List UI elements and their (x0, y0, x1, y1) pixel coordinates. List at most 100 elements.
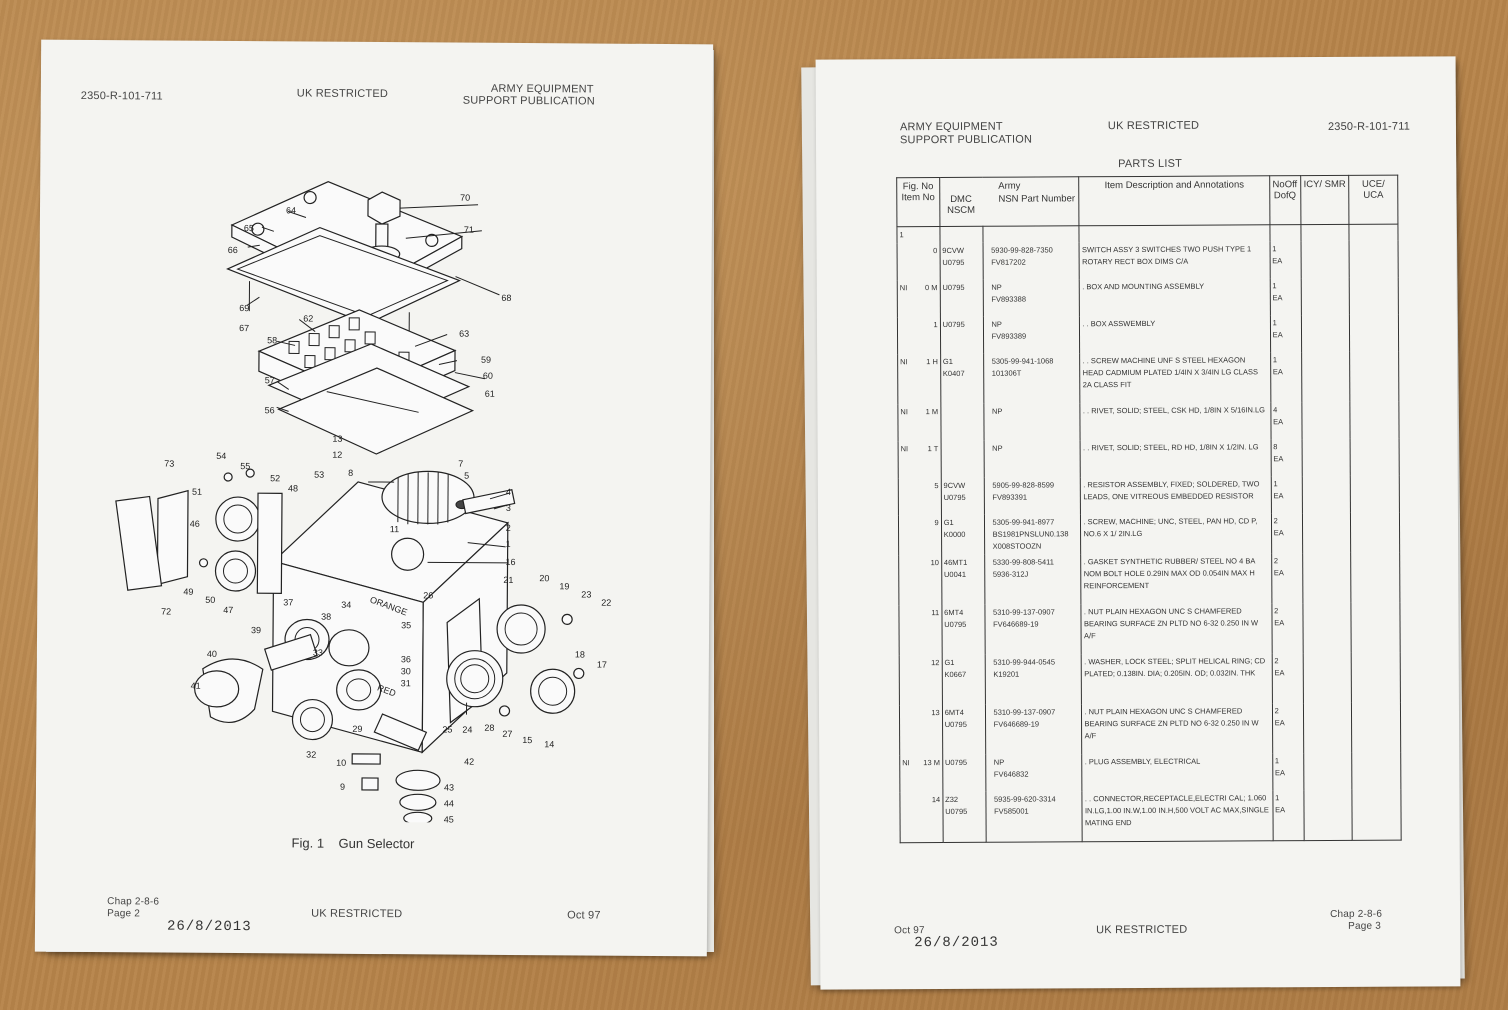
cell-desc: . WASHER, LOCK STEEL; SPLIT HELICAL RING… (1084, 656, 1266, 679)
cell-c7 (1350, 438, 1400, 476)
callout-48: 48 (288, 483, 298, 493)
cell-item: 9 (934, 518, 939, 528)
cell-nscm: U0795 (943, 492, 966, 503)
callout-7: 7 (458, 459, 463, 469)
cell-c4: . SCREW, MACHINE; UNC, STEEL, PAN HD, CD… (1080, 513, 1272, 555)
cell-fig-item: 10 (898, 555, 942, 606)
callout-55: 55 (240, 461, 250, 471)
cell-part: FV893388 (991, 294, 1027, 304)
callout-46: 46 (190, 519, 200, 529)
footer-chapter: Chap 2-8-6 (1330, 908, 1383, 920)
cell-dmc: G1 (942, 356, 953, 367)
callout-52: 52 (270, 473, 280, 483)
callout-69: 69 (239, 303, 249, 313)
cell-c6 (1302, 652, 1352, 704)
cell-unit: EA (1274, 618, 1285, 628)
cell-qty: 4 (1273, 405, 1278, 415)
cell-c6 (1302, 552, 1352, 604)
cell-item: 1 H (926, 357, 938, 367)
callout-1: 1 (506, 539, 511, 549)
doc-number: 2350-R-101-711 (1327, 120, 1411, 134)
cell-c2: U0795 (939, 279, 983, 318)
cell-nscm: U0041 (943, 569, 967, 580)
callout-58: 58 (267, 335, 277, 345)
cell-dmc: 6MT4 (944, 607, 964, 618)
callout-65: 65 (244, 223, 254, 233)
cell-c6 (1303, 752, 1353, 791)
cell-unit: EA (1275, 805, 1286, 815)
cell-unit: EA (1273, 491, 1284, 501)
callout-50: 50 (205, 595, 215, 605)
cell-fig: NI (902, 758, 910, 768)
publisher-line2: SUPPORT PUBLICATION (899, 133, 1033, 147)
callout-27: 27 (502, 729, 512, 739)
cell-qty: 1 (1273, 479, 1278, 489)
cell-c3: NP FV646832 (985, 754, 1083, 792)
cell-fig-item: 13 (899, 705, 943, 756)
cell-c4: SWITCH ASSY 3 SWITCHES TWO PUSH TYPE 1 R… (1079, 241, 1270, 280)
cell-c4: . WASHER, LOCK STEEL; SPLIT HELICAL RING… (1081, 653, 1273, 705)
cell-desc: . . RIVET, SOLID; STEEL, CSK HD, 1/8IN X… (1082, 405, 1266, 416)
cell-unit: EA (1273, 454, 1284, 464)
cell-c6 (1301, 401, 1351, 440)
cell-unit: EA (1274, 668, 1285, 678)
footer-page: Page 3 (1348, 920, 1382, 932)
cell-qty: 2 (1274, 706, 1279, 716)
callout-2: 2 (506, 523, 511, 533)
cell-fig-item: 11 (898, 605, 942, 656)
cell-c3 (982, 225, 1080, 243)
cell-fig-item: 1 (896, 226, 940, 244)
cell-part: FV646832 (993, 769, 1029, 779)
cell-c3: NP (983, 440, 1081, 478)
callout-41: 41 (191, 681, 201, 691)
footer-date: Oct 97 (567, 909, 601, 922)
callout-10: 10 (336, 758, 346, 768)
cell-fig: NI (900, 407, 908, 417)
cell-desc: . NUT PLAIN HEXAGON UNC S CHAMFERED BEAR… (1083, 606, 1259, 641)
cell-nsn: NP (993, 757, 1005, 767)
cell-fig: 1 (899, 230, 904, 240)
cell-desc: . SCREW, MACHINE; UNC, STEEL, PAN HD, CD… (1083, 516, 1258, 539)
callout-72: 72 (161, 607, 171, 617)
cell-part: FV893391 (992, 492, 1028, 502)
right-page: ARMY EQUIPMENT SUPPORT PUBLICATION UK RE… (815, 56, 1461, 990)
callout-23: 23 (581, 589, 591, 599)
cell-nsn: 5935-99-620-3314 (993, 794, 1056, 804)
callout-37: 37 (283, 597, 293, 607)
cell-dmc: 6MT4 (944, 707, 964, 718)
cell-part: 101306T (991, 368, 1022, 378)
cell-qty: 1 (1272, 318, 1277, 328)
callout-45: 45 (444, 814, 454, 823)
cell-item: 1 M (925, 407, 939, 417)
col-nsn: NSN Part Number (998, 193, 1076, 205)
footer-classification: UK RESTRICTED (1096, 923, 1188, 937)
callout-22: 22 (601, 598, 611, 608)
callout-8: 8 (348, 468, 353, 478)
cell-desc: . BOX AND MOUNTING ASSEMBLY (1082, 281, 1205, 292)
stamp-date: 26/8/2013 (166, 918, 252, 936)
cell-desc: . . SCREW MACHINE UNF S STEEL HEXAGON HE… (1082, 355, 1258, 390)
cell-nsn: 5305-99-941-1068 (991, 356, 1054, 366)
cell-qty: 2 (1273, 556, 1279, 566)
callout-28: 28 (484, 723, 494, 733)
cell-unit: EA (1272, 330, 1283, 340)
cell-nsn: NP (991, 406, 1003, 416)
cell-c4: . NUT PLAIN HEXAGON UNC S CHAMFERED BEAR… (1081, 603, 1272, 655)
callout-56: 56 (265, 405, 275, 415)
cell-c6 (1303, 789, 1353, 841)
cell-desc: SWITCH ASSY 3 SWITCHES TWO PUSH TYPE 1 R… (1081, 244, 1252, 267)
